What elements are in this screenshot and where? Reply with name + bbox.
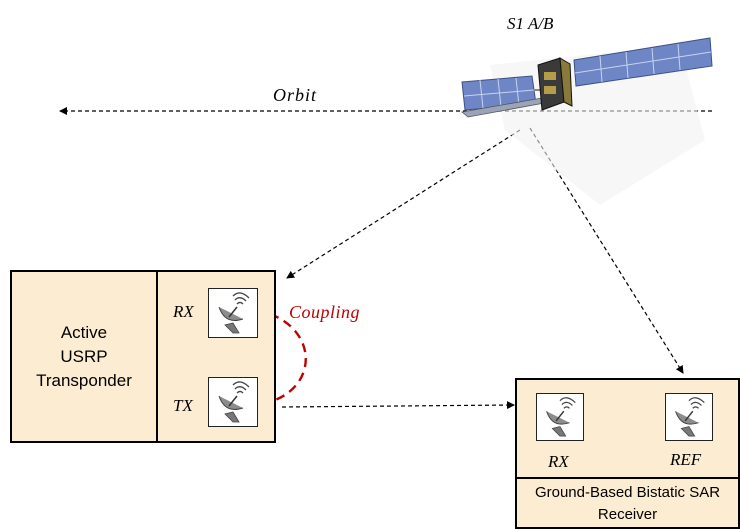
orbit-label: Orbit [273, 85, 318, 105]
transponder-title-line: Active [60, 322, 108, 342]
dish-antenna-icon [546, 397, 576, 437]
coupling-label: Coupling [289, 302, 361, 322]
dish-antenna-icon [218, 292, 250, 334]
coupling-curve [261, 309, 307, 406]
transponder-tx-label: TX [173, 396, 193, 415]
transponder-tx-antenna [208, 377, 258, 427]
tx-to-receiver-arrow [281, 401, 515, 410]
transponder-box: Active USRP Transponder [10, 270, 158, 443]
satellite [450, 20, 720, 210]
satellite-icon [461, 37, 713, 205]
receiver-rx-antenna [536, 393, 584, 441]
receiver-caption-line: Receiver [597, 506, 658, 523]
receiver-ref-antenna [665, 393, 713, 441]
dish-antenna-icon [218, 381, 250, 423]
transponder-title: Active USRP Transponder [36, 321, 132, 393]
transponder-title-line: Transponder [36, 370, 132, 390]
transponder-rx-antenna [208, 288, 258, 338]
signal-to-receiver-arrow [529, 127, 684, 374]
receiver-ref-label: REF [670, 450, 702, 469]
satellite-label: S1 A/B [507, 14, 554, 33]
receiver-rx-label: RX [548, 452, 569, 471]
receiver-caption-line: Ground-Based Bistatic SAR [534, 484, 721, 501]
transponder-title-line: USRP [60, 346, 108, 366]
dish-antenna-icon [675, 397, 705, 437]
receiver-caption-box: Ground-Based Bistatic SAR Receiver [515, 477, 740, 529]
transponder-rx-label: RX [173, 302, 194, 321]
